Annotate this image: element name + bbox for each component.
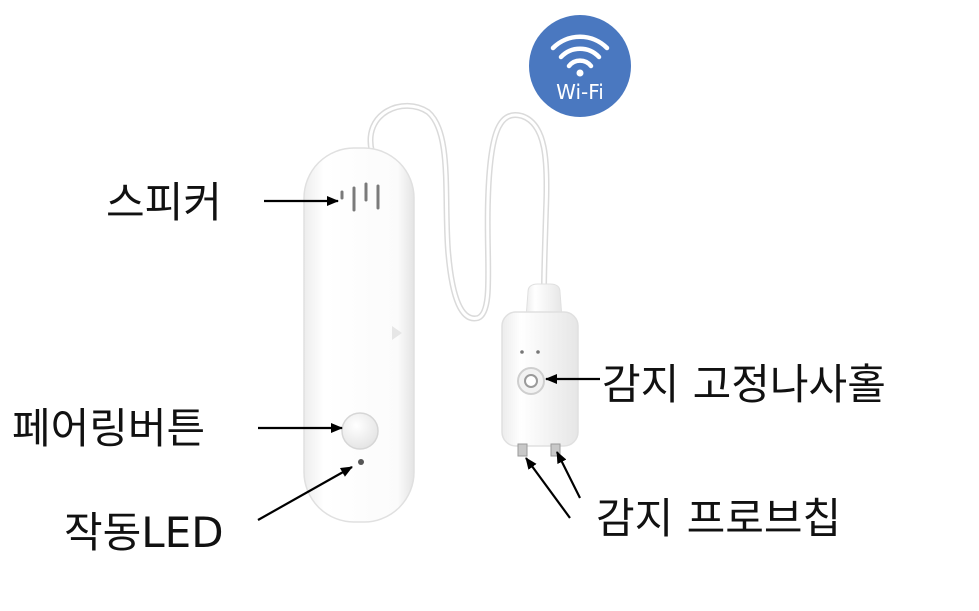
- body-mark-icon: [392, 326, 402, 340]
- speaker-grille: [340, 182, 380, 212]
- pairing-button-label: 페어링버튼: [12, 404, 206, 453]
- sensor-neck: [525, 283, 563, 319]
- pairing-button[interactable]: [341, 412, 379, 450]
- wifi-icon: [550, 34, 610, 69]
- speaker-label: 스피커: [106, 178, 222, 227]
- probe-pin-arrow-left: [525, 457, 571, 519]
- probe-pin-arrow-right: [556, 451, 581, 499]
- status-led: [358, 459, 364, 465]
- screw-hole: [517, 367, 545, 395]
- probe-pins: [517, 443, 561, 457]
- status-led-label: 작동LED: [64, 508, 224, 557]
- led-arrow: [257, 466, 353, 521]
- screw-hole-label: 감지 고정나사홀: [602, 360, 886, 409]
- wifi-badge-text: Wi-Fi: [556, 80, 604, 104]
- probe-pins-label: 감지 프로브칩: [596, 494, 842, 543]
- callout-arrows: [257, 196, 600, 521]
- wifi-badge: Wi-Fi: [529, 15, 631, 117]
